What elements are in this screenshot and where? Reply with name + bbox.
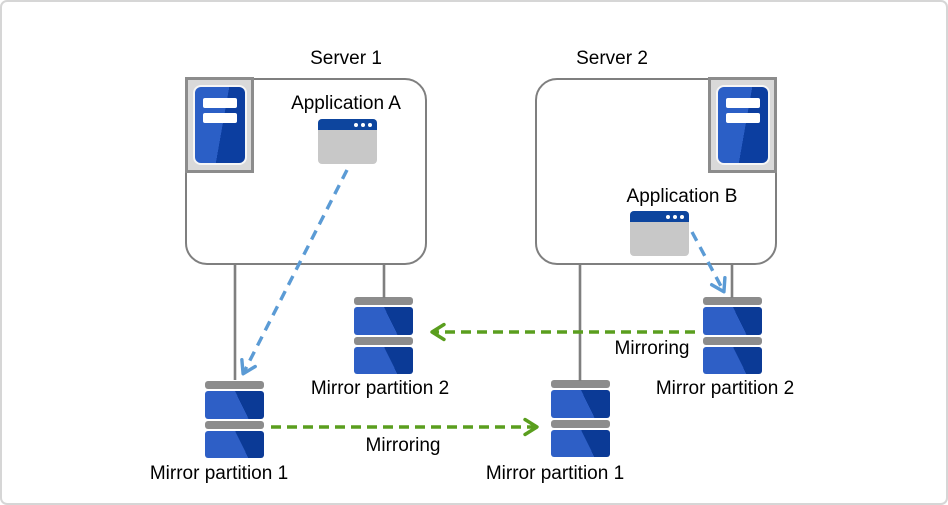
window-titlebar	[630, 211, 689, 222]
server2-title: Server 2	[576, 48, 648, 69]
application-a-window-icon	[318, 119, 377, 164]
tower-slot-icon	[202, 113, 237, 123]
application-a-label: Application A	[291, 93, 401, 114]
tower-slot-icon	[202, 98, 237, 108]
tower-slot-icon	[725, 113, 760, 123]
window-buttons-icon	[666, 214, 684, 219]
server-tower-glyph	[194, 87, 245, 163]
server1-mirror-partition1-label: Mirror partition 1	[149, 463, 289, 484]
application-b-window-icon	[630, 211, 689, 256]
server1-mirror-partition2-icon	[354, 297, 413, 374]
server2-mirror-partition2-icon	[703, 297, 762, 374]
server1-mirror-partition2-label: Mirror partition 2	[310, 378, 450, 399]
application-b-label: Application B	[626, 186, 738, 207]
mirroring-top-label: Mirroring	[614, 338, 690, 359]
server2-tower-icon	[708, 77, 777, 173]
server1-tower-icon	[185, 77, 254, 173]
mirroring-bottom-label: Mirroring	[365, 435, 441, 456]
window-buttons-icon	[354, 122, 372, 127]
server-tower-glyph	[717, 87, 768, 163]
server1-mirror-partition1-icon	[205, 381, 264, 458]
server2-mirror-partition2-label: Mirror partition 2	[655, 378, 795, 399]
server2-mirror-partition1-label: Mirror partition 1	[485, 463, 625, 484]
window-titlebar	[318, 119, 377, 130]
server2-mirror-partition1-icon	[551, 380, 610, 457]
server1-title: Server 1	[310, 48, 382, 69]
tower-slot-icon	[725, 98, 760, 108]
